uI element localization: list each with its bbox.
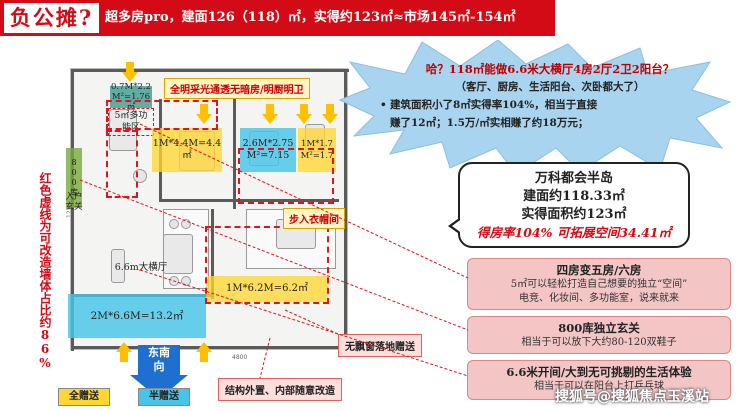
burst-bullet-text: 建筑面积小了8㎡实得率104%，相当于直接 [390, 99, 598, 111]
burst-bullet: • 建筑面积小了8㎡实得率104%，相当于直接 [380, 96, 720, 114]
feature-card-desc: 电竞、化妆间、多功能室，说来就来 [519, 293, 679, 304]
light-arrow-up-icon [196, 342, 212, 362]
chair [181, 219, 191, 229]
feature-card: 6.6米开间/大到无可挑剔的生活体验 相当于可以在阳台上打乒乓球 [467, 360, 731, 400]
orientation-label: 东南 向 [138, 345, 180, 375]
bullet-dot-icon: • [380, 99, 387, 111]
feature-card-desc: 相当于可以在阳台上打乒乓球 [534, 381, 664, 392]
actual-area: 实得面积约123㎡ [521, 207, 627, 222]
legend-full-gift: 全赠送 [58, 388, 110, 406]
light-arrow-icon [196, 104, 212, 124]
feature-card: 800库独立玄关 相当于可以放下大约80-120双鞋子 [467, 316, 731, 354]
light-arrow-icon [322, 104, 338, 124]
wall-top [71, 69, 349, 72]
light-arrow-icon [262, 104, 278, 124]
feature-card-title: 四房变五房/六房 [556, 263, 642, 277]
light-arrow-icon [296, 104, 312, 124]
light-arrow-up-icon [116, 342, 132, 362]
demolishable-wall-note: 红色虚线为可改造墙体占比约86% [38, 171, 52, 370]
dim-bottom-2: 4800 [232, 354, 248, 361]
feature-card-title: 800库独立玄关 [558, 321, 640, 335]
header-title: 超多房pro，建面126（118）㎡，实得约123㎡≈市场145㎡-154㎡ [105, 10, 516, 25]
tag-walk-in-closet: 步入衣帽间 [283, 208, 345, 229]
light-arrow-icon [122, 62, 138, 82]
zone-entry-hall: 入户 玄关 [65, 192, 83, 212]
wall-inner-2 [233, 99, 236, 209]
zone-hall-storage: 8 0 0 库 [66, 148, 82, 208]
project-name: 万科都会半岛 [534, 171, 613, 186]
zone-living-room: 6.6m大横厅 [114, 262, 168, 273]
dashed-wall [106, 130, 138, 198]
efficiency-rate: 得房率104% 可拓展空间34.41㎡ [477, 225, 671, 240]
feature-card-title: 6.6米开间/大到无可挑剔的生活体验 [506, 365, 692, 379]
tag-bright-layout: 全明采光通透无暗房/明厨明卫 [164, 78, 310, 99]
zone-a: 1M*4.4M=4.4㎡ [152, 128, 222, 172]
watermark: 搜狐号@搜狐焦点玉溪站 [555, 389, 709, 405]
feature-card: 四房变五房/六房 5㎡可以轻松打造自己想要的独立“空间” 电竞、化妆间、多功能室… [467, 258, 731, 310]
burst-subtitle: （客厅、厨房、生活阳台、次卧都大了） [455, 81, 645, 93]
project-summary-bubble: 万科都会半岛 建面约118.33㎡ 实得面积约123㎡ 得房率104% 可拓展空… [458, 162, 690, 248]
chair [169, 276, 179, 286]
tag-structure: 结构外置、内部随意改造 [218, 378, 342, 401]
header-banner: 负公摊? 超多房pro，建面126（118）㎡，实得约123㎡≈市场145㎡-1… [0, 0, 555, 36]
chair [181, 276, 191, 286]
dashed-wall [205, 226, 329, 304]
feature-card-desc: 5㎡可以轻松打造自己想要的独立“空间” [510, 279, 688, 290]
feature-card-desc: 相当于可以放下大约80-120双鞋子 [521, 337, 677, 348]
header-tag: 负公摊? [4, 3, 99, 33]
wall-left [71, 69, 74, 351]
tag-bay-window: 无飘窗落地赠送 [338, 334, 422, 357]
dashed-wall [238, 148, 334, 204]
chair [169, 219, 179, 229]
burst-content: 哈？118㎡能做6.6米大横厅4房2厅2卫2阳台？ （客厅、厨房、生活阳台、次卧… [380, 60, 720, 132]
zone-bottom-blue: 2M*6.6M=13.2㎡ [68, 294, 206, 338]
built-area: 建面约118.33㎡ [523, 189, 625, 204]
bubble-inner: 万科都会半岛 建面约118.33㎡ 实得面积约123㎡ 得房率104% 可拓展空… [460, 164, 688, 242]
burst-bullet-cont: 赚了12㎡；1.5万/㎡实相赚了约18万元； [390, 117, 589, 129]
legend-half-gift: 半赠送 [138, 388, 190, 406]
bubble-tail-inner [452, 218, 463, 234]
zone-top-left: 0.7M*2.2 M²=1.76㎡ [110, 82, 152, 112]
burst-title: 哈？118㎡能做6.6米大横厅4房2厅2卫2阳台？ [425, 62, 675, 76]
